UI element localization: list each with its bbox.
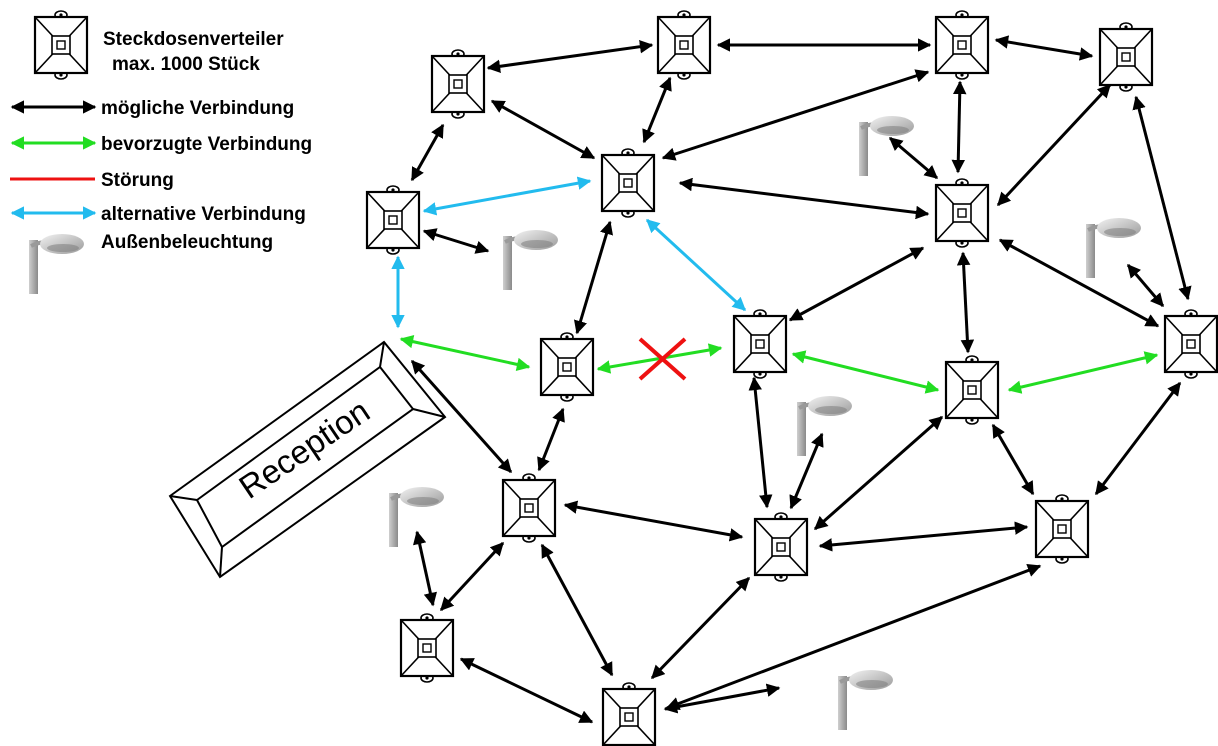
distributor-box-14 [1034, 494, 1090, 564]
distributor-icon [33, 10, 89, 80]
possible-connection-28 [439, 541, 505, 612]
possible-connection-24 [813, 415, 944, 531]
distributor-box-15 [399, 613, 455, 683]
legend-distributor-label-1: Steckdosenverteiler [103, 29, 284, 50]
possible-connection-16 [956, 251, 975, 354]
possible-connection-9 [888, 136, 939, 180]
distributor-box-8 [539, 332, 595, 402]
legend-distributor-box [33, 10, 89, 80]
possible-connection-7 [661, 69, 930, 161]
possible-connection-22 [748, 376, 773, 509]
street-lamp-3 [1086, 218, 1141, 278]
lamp-icon [29, 234, 84, 294]
preferred-connection-37 [791, 350, 940, 394]
legend-alternative-label: alternative Verbindung [101, 204, 306, 225]
distributor-box-9 [732, 309, 788, 379]
possible-connection-18 [1126, 263, 1165, 308]
street-lamp-5 [389, 487, 444, 547]
possible-connection-25 [818, 521, 1029, 552]
legend-possible-label: mögliche Verbindung [101, 98, 294, 119]
possible-connection-8 [951, 80, 967, 174]
distributor-box-6 [600, 148, 656, 218]
distributor-box-3 [934, 10, 990, 80]
legend-preferred-label: bevorzugte Verbindung [101, 134, 312, 155]
possible-connection-21 [563, 500, 744, 542]
street-lamp-4 [797, 396, 852, 456]
possible-connection-20 [537, 407, 565, 472]
legend-lamp [29, 234, 84, 294]
preferred-connection-35 [399, 335, 531, 371]
lamps [389, 116, 1141, 730]
possible-connection-6 [642, 76, 672, 144]
possible-connection-1 [486, 40, 654, 73]
possible-connection-30 [650, 576, 751, 680]
possible-connection-5 [490, 99, 596, 160]
possible-connection-19 [410, 359, 513, 474]
possible-connection-3 [994, 35, 1094, 61]
distributor-box-7 [934, 178, 990, 248]
reception-building: Reception [168, 340, 447, 579]
possible-connection-33 [413, 530, 437, 607]
legend-lighting-label: Außenbeleuchtung [101, 232, 273, 253]
possible-connection-14 [573, 220, 614, 335]
possible-connection-29 [540, 543, 614, 677]
alternative-connection-39 [422, 176, 592, 216]
possible-connection-23 [789, 432, 824, 510]
possible-connection-31 [665, 564, 1042, 710]
possible-connection-13 [422, 228, 490, 254]
street-lamp-1 [859, 116, 914, 176]
legend: Steckdosenverteiler max. 1000 Stück mögl… [10, 10, 312, 294]
distributor-box-5 [365, 185, 421, 255]
possible-connection-27 [1094, 381, 1182, 496]
connections [391, 35, 1192, 724]
distributor-box-2 [656, 10, 712, 80]
possible-connection-12 [1132, 95, 1192, 301]
distributor-box-1 [430, 49, 486, 119]
distributors [365, 10, 1218, 746]
distributor-box-13 [753, 512, 809, 582]
distributor-box-10 [944, 355, 1000, 425]
possible-connection-26 [991, 423, 1035, 496]
possible-connection-11 [996, 83, 1112, 207]
fault-cross-icon [638, 337, 687, 381]
street-lamp-2 [503, 230, 558, 290]
distributor-box-4 [1098, 22, 1154, 92]
possible-connection-4 [410, 123, 445, 182]
possible-connection-17 [998, 238, 1160, 328]
distributor-box-11 [1163, 309, 1218, 379]
legend-fault-label: Störung [101, 170, 174, 191]
preferred-connection-38 [1007, 351, 1159, 394]
distributor-box-12 [501, 473, 557, 543]
legend-distributor-label-2: max. 1000 Stück [112, 54, 260, 75]
possible-connection-15 [788, 246, 925, 322]
distributor-box-16 [601, 682, 657, 746]
street-lamp-6 [838, 670, 893, 730]
possible-connection-34 [459, 657, 594, 724]
possible-connection-10 [678, 177, 930, 220]
possible-connection-32 [663, 683, 781, 714]
alternative-connection-41 [645, 218, 747, 312]
